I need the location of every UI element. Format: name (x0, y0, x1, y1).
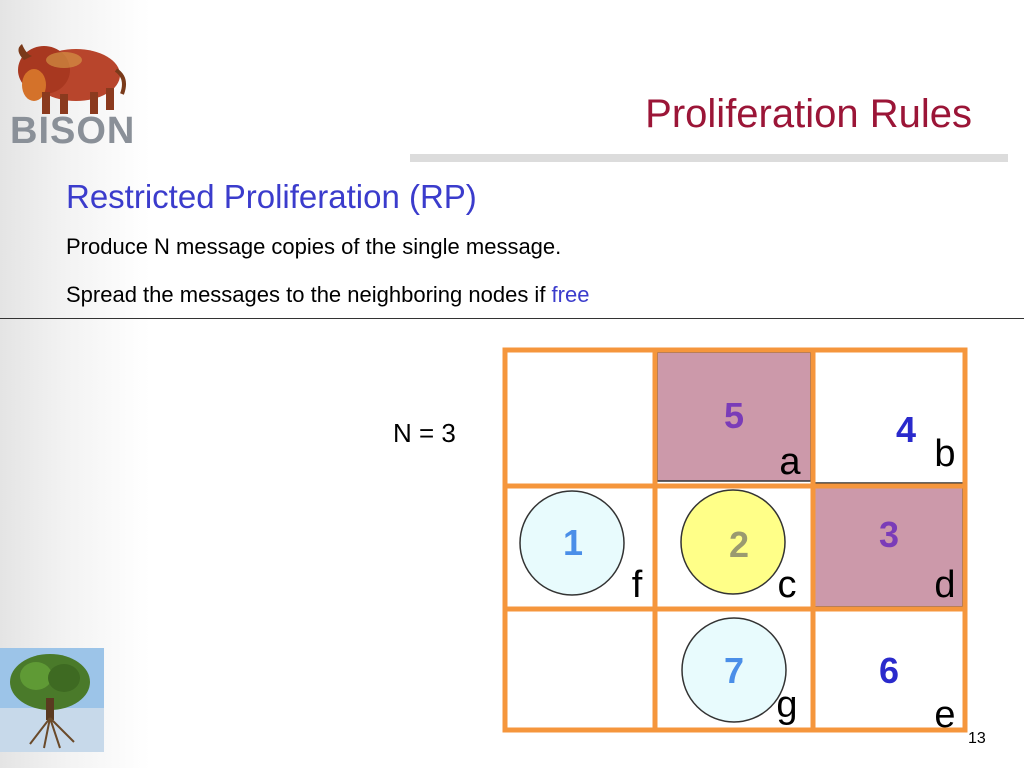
page-number: 13 (968, 730, 986, 747)
slide-subtitle: Restricted Proliferation (RP) (66, 178, 477, 215)
free-keyword: free (551, 282, 590, 307)
bison-logo-icon (18, 44, 126, 114)
tree-image-icon (0, 648, 104, 752)
slide-title: Proliferation Rules (645, 92, 972, 136)
divider-line (0, 318, 1024, 319)
cell-e-number: 6 (879, 650, 899, 691)
cell-c-number: 2 (729, 524, 749, 565)
body-line-2: Spread the messages to the neighboring n… (66, 282, 589, 308)
logo-text: BISON (10, 110, 136, 152)
message-circle-c (680, 489, 786, 595)
cell-g-number: 7 (724, 650, 744, 691)
cell-e-letter: e (934, 694, 955, 736)
cell-f-letter: f (632, 564, 643, 606)
cell-d-number: 3 (879, 514, 899, 555)
cell-d-occupied (811, 482, 964, 608)
cell-g-letter: g (776, 684, 797, 726)
body-line-2-text: Spread the messages to the neighboring n… (66, 282, 552, 307)
body-line-1: Produce N message copies of the single m… (66, 234, 562, 259)
cell-a-number: 5 (724, 395, 744, 436)
grid-lines (502, 347, 968, 733)
message-circle-g (681, 617, 787, 723)
n-value-label: N = 3 (393, 418, 456, 448)
cell-c-letter: c (778, 564, 797, 606)
cell-b-letter: b (934, 433, 955, 475)
cell-b-number: 4 (896, 409, 916, 450)
title-underline (410, 154, 1008, 162)
cell-a-letter: a (779, 441, 801, 483)
left-gradient-band (0, 0, 150, 768)
message-circle-f (519, 490, 625, 596)
cell-f-number: 1 (563, 522, 583, 563)
cell-d-letter: d (934, 564, 955, 606)
